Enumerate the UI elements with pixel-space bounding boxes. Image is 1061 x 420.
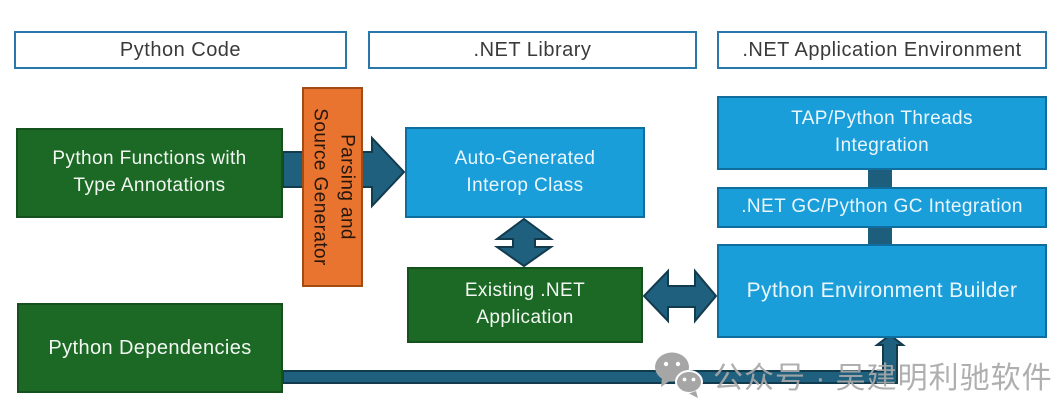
header-net-library: .NET Library bbox=[368, 31, 697, 69]
header-python-code-label: Python Code bbox=[119, 38, 242, 61]
node-auto-generated-interop-class-label: Auto-Generated Interop Class bbox=[454, 147, 596, 196]
arrow-existing-peb-bidirectional bbox=[642, 268, 718, 324]
node-python-dependencies-label: Python Dependencies bbox=[48, 337, 252, 359]
connector-gc-peb bbox=[868, 225, 892, 248]
header-net-library-label: .NET Library bbox=[473, 38, 592, 61]
node-tap-python-threads-integration: TAP/Python Threads Integration bbox=[717, 96, 1047, 170]
node-python-functions: Python Functions with Type Annotations bbox=[16, 128, 283, 218]
node-tap-python-threads-integration-label: TAP/Python Threads Integration bbox=[791, 108, 973, 156]
node-auto-generated-interop-class: Auto-Generated Interop Class bbox=[405, 127, 645, 218]
watermark-text: 公众号 · 吴建明利驰软件 bbox=[713, 362, 1053, 395]
header-net-application-environment: .NET Application Environment bbox=[717, 31, 1047, 69]
node-existing-net-application: Existing .NET Application bbox=[407, 267, 643, 343]
node-python-environment-builder: Python Environment Builder bbox=[717, 244, 1047, 338]
node-gc-integration-label: .NET GC/Python GC Integration bbox=[741, 196, 1023, 218]
node-python-environment-builder-label: Python Environment Builder bbox=[746, 279, 1018, 303]
rotated-label-wrapper: Parsing and Source Generator bbox=[302, 87, 363, 287]
wechat-icon bbox=[655, 352, 703, 398]
watermark: 公众号 · 吴建明利驰软件 bbox=[652, 350, 1053, 400]
header-python-code: Python Code bbox=[14, 31, 347, 69]
header-net-application-environment-label: .NET Application Environment bbox=[742, 38, 1022, 61]
arrow-pydeps-to-peb bbox=[282, 333, 906, 384]
node-gc-integration: .NET GC/Python GC Integration bbox=[717, 187, 1047, 228]
node-python-dependencies: Python Dependencies bbox=[17, 303, 283, 393]
node-existing-net-application-label: Existing .NET Application bbox=[464, 280, 586, 328]
arrow-interop-existing-bidirectional bbox=[493, 217, 555, 268]
node-parsing-source-generator: Parsing and Source Generator bbox=[302, 87, 363, 287]
node-parsing-source-generator-label: Parsing and Source Generator bbox=[309, 108, 358, 266]
node-python-functions-label: Python Functions with Type Annotations bbox=[52, 148, 247, 196]
